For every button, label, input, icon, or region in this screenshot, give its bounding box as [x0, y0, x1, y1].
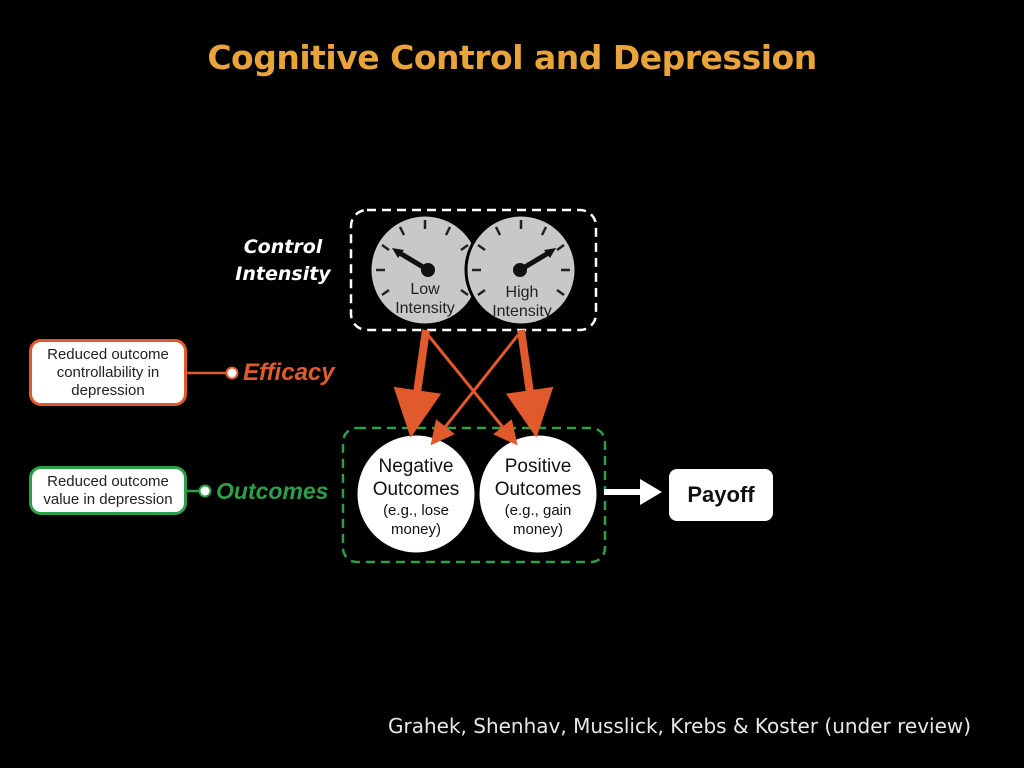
efficacy-connector-dot: [225, 366, 239, 380]
efficacy-arrow-high-positive: [505, 329, 554, 438]
control-intensity-label: Control Intensity: [235, 236, 331, 285]
low-intensity-label: Low Intensity: [395, 281, 455, 317]
efficacy-note-box: Reduced outcome controllability in depre…: [29, 339, 187, 406]
citation: Grahek, Shenhav, Musslick, Krebs & Koste…: [388, 714, 972, 738]
outcomes-note-box: Reduced outcome value in depression: [29, 466, 187, 515]
high-intensity-gauge: [464, 213, 578, 327]
efficacy-arrow-high-negative: [430, 334, 520, 446]
efficacy-arrow-low-positive: [426, 334, 518, 446]
slide-title: Cognitive Control and Depression: [207, 38, 817, 77]
outcomes-connector-dot: [198, 484, 212, 498]
high-intensity-label: High Intensity: [492, 284, 552, 320]
control-intensity-frame: [349, 208, 598, 332]
low-intensity-gauge: [368, 213, 482, 327]
efficacy-label: Efficacy: [243, 359, 335, 386]
positive-outcomes-text: Positive Outcomes (e.g., gain money): [494, 456, 582, 538]
payoff-box: Payoff: [669, 469, 773, 521]
efficacy-arrow-low-negative: [393, 329, 442, 438]
outcomes-label: Outcomes: [216, 478, 329, 504]
negative-outcomes-text: Negative Outcomes (e.g., lose money): [372, 456, 460, 538]
